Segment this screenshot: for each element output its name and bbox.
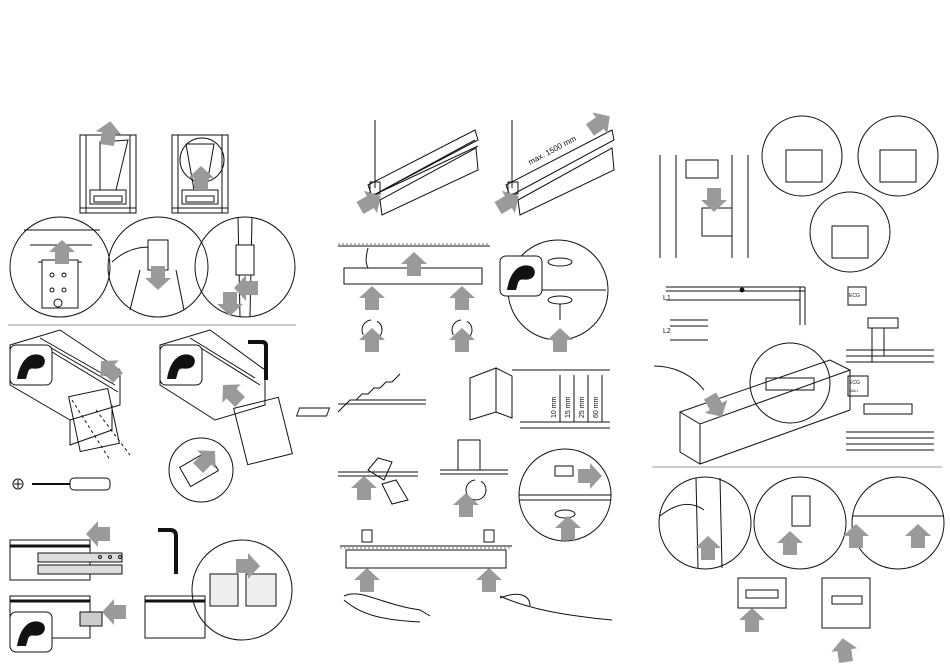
step-rail-clips bbox=[340, 530, 612, 622]
step-feed-cable bbox=[654, 343, 850, 464]
spacer-mm-4: 60 mm bbox=[593, 396, 600, 418]
step-ceiling-thickness bbox=[297, 368, 610, 428]
strength-icon-3 bbox=[10, 612, 52, 652]
strength-icon-1 bbox=[10, 345, 52, 385]
spacer-mm-3: 25 mm bbox=[579, 396, 586, 418]
step-suspension bbox=[368, 120, 614, 215]
push-up-arrow bbox=[188, 166, 214, 190]
screwdriver-icon bbox=[13, 478, 110, 490]
step-wiring bbox=[660, 116, 938, 272]
strength-icon-2 bbox=[160, 345, 202, 385]
dim-l1: L1 bbox=[663, 295, 671, 302]
step-dimensions bbox=[666, 287, 805, 340]
spacer-mm-1: 10 mm bbox=[551, 396, 558, 418]
max-length-label: max. 1500 mm bbox=[527, 134, 578, 167]
dim-l2: L2 bbox=[663, 328, 671, 335]
ecg-label: ECG bbox=[849, 293, 860, 299]
ecg-dali-label: ECG bbox=[849, 380, 860, 386]
spacer-mm-2: 15 mm bbox=[565, 396, 572, 418]
strength-icon-4 bbox=[500, 256, 542, 296]
step-ceiling-mount bbox=[338, 240, 608, 340]
ecg-wiring-diagrams bbox=[846, 287, 934, 450]
